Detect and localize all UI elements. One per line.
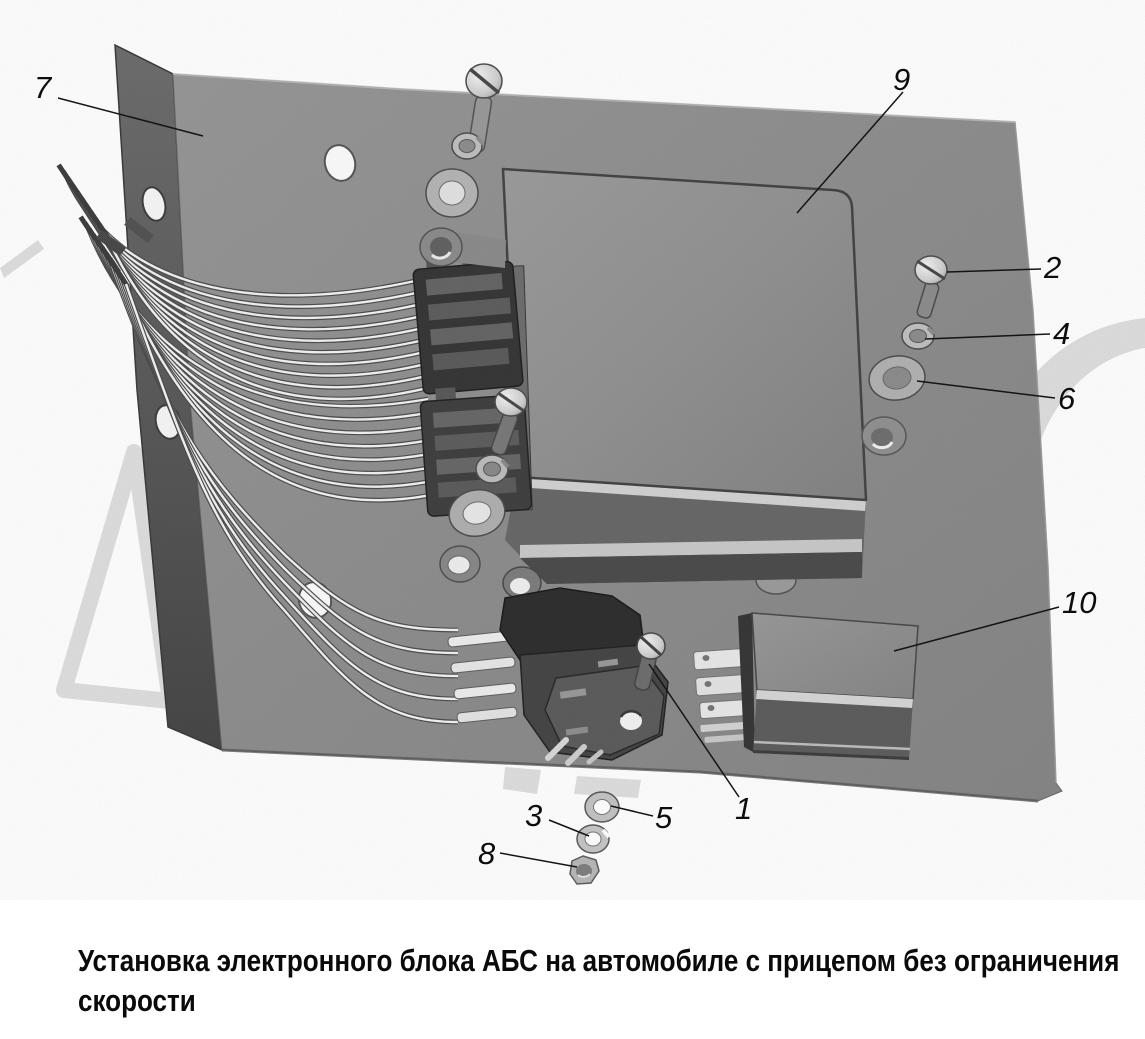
leader-line-5 bbox=[610, 805, 654, 817]
callout-label-6: 6 bbox=[1058, 381, 1076, 416]
callout-label-9: 9 bbox=[893, 62, 911, 97]
callout-label-3: 3 bbox=[525, 798, 543, 833]
leader-line-8 bbox=[499, 852, 578, 868]
callout-label-2: 2 bbox=[1044, 250, 1062, 285]
leader-line-4 bbox=[924, 333, 1051, 340]
callout-label-7: 7 bbox=[34, 70, 52, 105]
scan-grain-overlay bbox=[0, 0, 1145, 900]
leader-lines bbox=[57, 91, 1060, 868]
leader-line-6 bbox=[916, 380, 1056, 399]
leader-line-2 bbox=[946, 268, 1042, 273]
figure-caption: Установка электронного блока АБС на авто… bbox=[78, 943, 1120, 1018]
callout-label-10: 10 bbox=[1062, 585, 1097, 620]
callout-label-8: 8 bbox=[478, 836, 496, 871]
leader-line-9 bbox=[796, 91, 904, 214]
leader-line-10 bbox=[893, 606, 1060, 652]
callout-label-1: 1 bbox=[735, 791, 753, 826]
callout-label-4: 4 bbox=[1053, 316, 1071, 351]
leader-line-1 bbox=[648, 663, 740, 798]
callout-label-5: 5 bbox=[655, 800, 673, 835]
leader-line-3 bbox=[548, 819, 590, 837]
leader-line-7 bbox=[57, 97, 204, 137]
